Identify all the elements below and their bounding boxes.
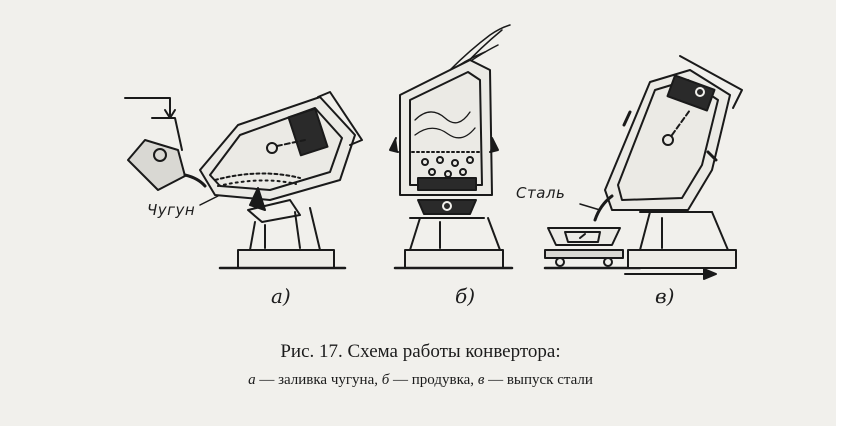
legend-key-a: а: [248, 372, 256, 388]
stand-c: [627, 211, 737, 269]
legend-dash-b: —: [393, 372, 409, 388]
legend-dash-a: —: [259, 372, 275, 388]
converter-vessel-c: [604, 55, 743, 211]
figure-caption-title: Рис. 17. Схема работы конвертора:: [280, 341, 561, 362]
legend-text-a: заливка чугуна,: [278, 372, 378, 388]
stand-a: [218, 199, 347, 270]
figure-caption-legend: а — заливка чугуна, б — продувка, в — вы…: [0, 372, 841, 389]
legend-key-b: б: [381, 372, 390, 388]
scan-edge: [836, 0, 841, 426]
ladle-icon: [127, 117, 186, 191]
panel-label-c: в): [655, 284, 675, 308]
legend-dash-c: —: [488, 372, 504, 388]
panel-label-b: б): [455, 284, 476, 308]
callout-pig-iron: Чугун: [147, 201, 196, 219]
stand-b: [393, 217, 514, 270]
converter-vessel-b: [389, 59, 499, 196]
tapping-direction-arrow-icon: [624, 268, 717, 280]
panel-a-pouring: [124, 91, 363, 270]
panel-label-a: а): [271, 284, 291, 308]
callout-steel: Сталь: [516, 184, 566, 202]
converter-vessel-a: [199, 91, 363, 211]
steel-ladle-icon: [543, 227, 642, 270]
panel-c-tapping: [543, 55, 743, 280]
legend-text-c: выпуск стали: [506, 372, 593, 388]
legend-text-b: продувка,: [411, 372, 475, 388]
legend-key-c: в: [477, 372, 485, 388]
panel-b-blowing: [389, 24, 514, 270]
